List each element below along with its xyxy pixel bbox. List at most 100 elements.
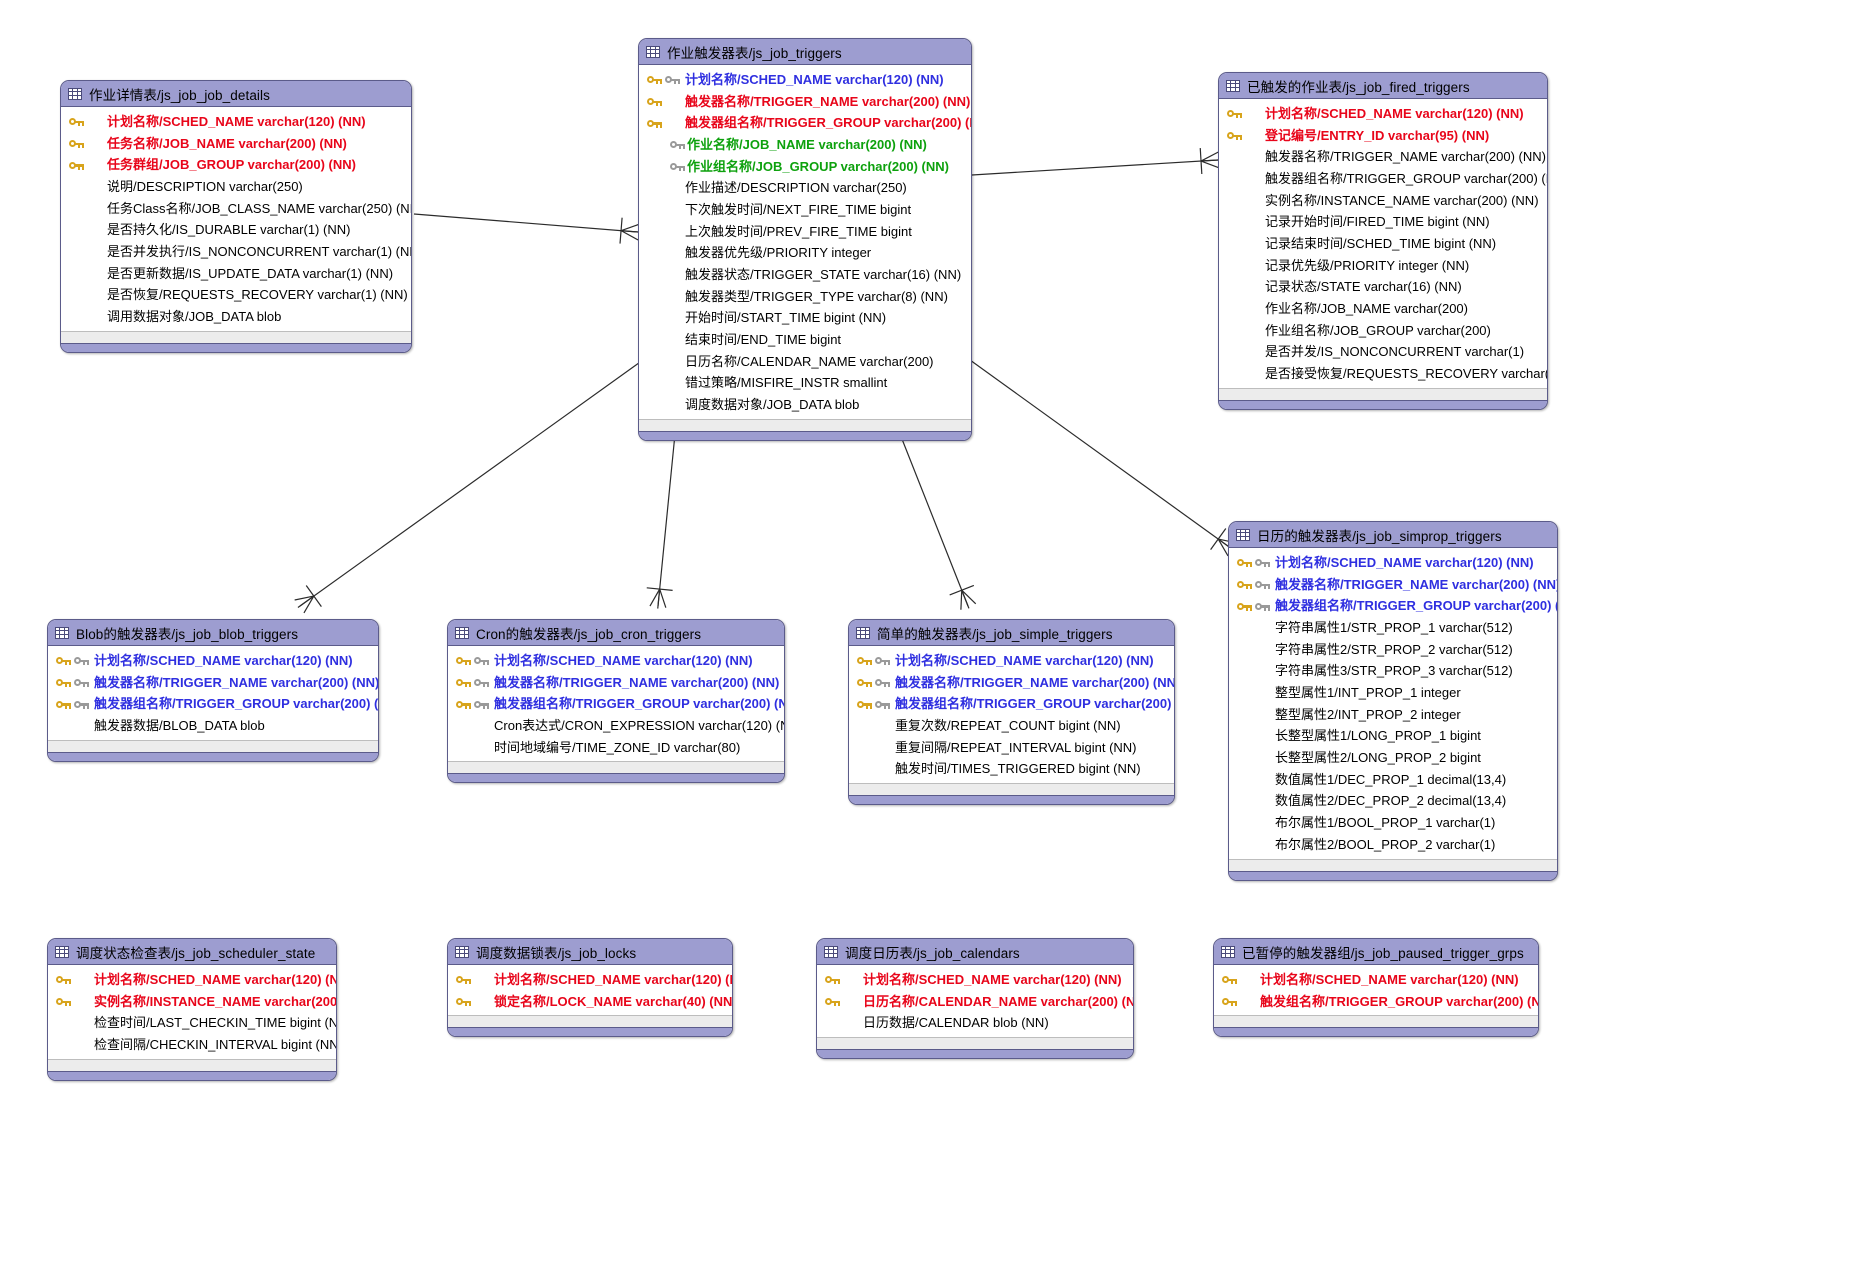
attribute-row[interactable]: 计划名称/SCHED_NAME varchar(120) (NN) bbox=[61, 111, 411, 133]
attribute-row[interactable]: 计划名称/SCHED_NAME varchar(120) (NN) bbox=[48, 969, 336, 991]
attribute-row[interactable]: 触发器名称/TRIGGER_NAME varchar(200) (NN) bbox=[48, 672, 378, 694]
attribute-row[interactable]: 计划名称/SCHED_NAME varchar(120) (NN) bbox=[1229, 552, 1557, 574]
attribute-row[interactable]: 任务名称/JOB_NAME varchar(200) (NN) bbox=[61, 133, 411, 155]
attribute-row[interactable]: 作业描述/DESCRIPTION varchar(250) bbox=[639, 177, 971, 199]
attribute-row[interactable]: 触发器组名称/TRIGGER_GROUP varchar(200) (NN) bbox=[1229, 595, 1557, 617]
attribute-row[interactable]: 作业名称/JOB_NAME varchar(200) (NN) bbox=[639, 134, 971, 156]
attribute-row[interactable]: 触发器名称/TRIGGER_NAME varchar(200) (NN) bbox=[849, 672, 1174, 694]
entity-header-js_job_simprop_triggers[interactable]: 日历的触发器表/js_job_simprop_triggers bbox=[1229, 522, 1557, 548]
attribute-row[interactable]: 计划名称/SCHED_NAME varchar(120) (NN) bbox=[1214, 969, 1538, 991]
attribute-row[interactable]: 上次触发时间/PREV_FIRE_TIME bigint bbox=[639, 221, 971, 243]
attribute-row[interactable]: 计划名称/SCHED_NAME varchar(120) (NN) bbox=[448, 650, 784, 672]
attribute-row[interactable]: 字符串属性2/STR_PROP_2 varchar(512) bbox=[1229, 639, 1557, 661]
attribute-row[interactable]: 日历名称/CALENDAR_NAME varchar(200) bbox=[639, 351, 971, 373]
attribute-row[interactable]: 开始时间/START_TIME bigint (NN) bbox=[639, 308, 971, 330]
attribute-row[interactable]: 触发器状态/TRIGGER_STATE varchar(16) (NN) bbox=[639, 264, 971, 286]
entity-header-js_job_calendars[interactable]: 调度日历表/js_job_calendars bbox=[817, 939, 1133, 965]
entity-js_job_cron_triggers[interactable]: Cron的触发器表/js_job_cron_triggers 计划名称/SCHED… bbox=[447, 619, 785, 784]
attribute-row[interactable]: 触发器名称/TRIGGER_NAME varchar(200) (NN) bbox=[448, 672, 784, 694]
attribute-row[interactable]: 整型属性2/INT_PROP_2 integer bbox=[1229, 704, 1557, 726]
attribute-row[interactable]: 长整型属性1/LONG_PROP_1 bigint bbox=[1229, 726, 1557, 748]
attribute-row[interactable]: 触发器名称/TRIGGER_NAME varchar(200) (NN) bbox=[1219, 146, 1547, 168]
attribute-row[interactable]: 触发器名称/TRIGGER_NAME varchar(200) (NN) bbox=[639, 91, 971, 113]
attribute-row[interactable]: 触发器组名称/TRIGGER_GROUP varchar(200) (NN) bbox=[1219, 168, 1547, 190]
attribute-row[interactable]: 整型属性1/INT_PROP_1 integer bbox=[1229, 682, 1557, 704]
attribute-row[interactable]: 触发器组名称/TRIGGER_GROUP varchar(200) (NN) bbox=[48, 693, 378, 715]
attribute-row[interactable]: 长整型属性2/LONG_PROP_2 bigint bbox=[1229, 747, 1557, 769]
attribute-row[interactable]: 错过策略/MISFIRE_INSTR smallint bbox=[639, 373, 971, 395]
attribute-row[interactable]: 布尔属性1/BOOL_PROP_1 varchar(1) bbox=[1229, 812, 1557, 834]
attribute-row[interactable]: 时间地域编号/TIME_ZONE_ID varchar(80) bbox=[448, 737, 784, 759]
attribute-row[interactable]: Cron表达式/CRON_EXPRESSION varchar(120) (NN… bbox=[448, 715, 784, 737]
entity-header-js_job_blob_triggers[interactable]: Blob的触发器表/js_job_blob_triggers bbox=[48, 620, 378, 646]
entity-js_job_calendars[interactable]: 调度日历表/js_job_calendars 计划名称/SCHED_NAME va… bbox=[816, 938, 1134, 1060]
attribute-row[interactable]: 触发器数据/BLOB_DATA blob bbox=[48, 715, 378, 737]
attribute-row[interactable]: 重复次数/REPEAT_COUNT bigint (NN) bbox=[849, 715, 1174, 737]
attribute-row[interactable]: 触发器组名称/TRIGGER_GROUP varchar(200) (NN) bbox=[849, 693, 1174, 715]
attribute-row[interactable]: 结束时间/END_TIME bigint bbox=[639, 329, 971, 351]
entity-js_job_simprop_triggers[interactable]: 日历的触发器表/js_job_simprop_triggers 计划名称/SCHE… bbox=[1228, 521, 1558, 881]
attribute-row[interactable]: 是否接受恢复/REQUESTS_RECOVERY varchar(1) bbox=[1219, 363, 1547, 385]
attribute-row[interactable]: 是否更新数据/IS_UPDATE_DATA varchar(1) (NN) bbox=[61, 263, 411, 285]
attribute-row[interactable]: 触发器名称/TRIGGER_NAME varchar(200) (NN) bbox=[1229, 574, 1557, 596]
attribute-row[interactable]: 登记编号/ENTRY_ID varchar(95) (NN) bbox=[1219, 125, 1547, 147]
entity-js_job_triggers[interactable]: 作业触发器表/js_job_triggers 计划名称/SCHED_NAME va… bbox=[638, 38, 972, 441]
attribute-row[interactable]: 记录状态/STATE varchar(16) (NN) bbox=[1219, 277, 1547, 299]
entity-header-js_job_cron_triggers[interactable]: Cron的触发器表/js_job_cron_triggers bbox=[448, 620, 784, 646]
attribute-row[interactable]: 实例名称/INSTANCE_NAME varchar(200) (NN) bbox=[48, 991, 336, 1013]
entity-js_job_blob_triggers[interactable]: Blob的触发器表/js_job_blob_triggers 计划名称/SCHED… bbox=[47, 619, 379, 762]
entity-js_job_simple_triggers[interactable]: 简单的触发器表/js_job_simple_triggers 计划名称/SCHED… bbox=[848, 619, 1175, 806]
entity-header-js_job_job_details[interactable]: 作业详情表/js_job_job_details bbox=[61, 81, 411, 107]
entity-js_job_paused_trigger_grps[interactable]: 已暂停的触发器组/js_job_paused_trigger_grps 计划名称/… bbox=[1213, 938, 1539, 1038]
attribute-row[interactable]: 触发器组名称/TRIGGER_GROUP varchar(200) (NN) bbox=[448, 693, 784, 715]
entity-header-js_job_fired_triggers[interactable]: 已触发的作业表/js_job_fired_triggers bbox=[1219, 73, 1547, 99]
attribute-row[interactable]: 实例名称/INSTANCE_NAME varchar(200) (NN) bbox=[1219, 190, 1547, 212]
attribute-row[interactable]: 计划名称/SCHED_NAME varchar(120) (NN) bbox=[48, 650, 378, 672]
attribute-row[interactable]: 是否并发执行/IS_NONCONCURRENT varchar(1) (NN) bbox=[61, 241, 411, 263]
attribute-row[interactable]: 作业组名称/JOB_GROUP varchar(200) bbox=[1219, 320, 1547, 342]
attribute-row[interactable]: 说明/DESCRIPTION varchar(250) bbox=[61, 176, 411, 198]
attribute-row[interactable]: 作业名称/JOB_NAME varchar(200) bbox=[1219, 298, 1547, 320]
entity-header-js_job_locks[interactable]: 调度数据锁表/js_job_locks bbox=[448, 939, 732, 965]
attribute-row[interactable]: 数值属性2/DEC_PROP_2 decimal(13,4) bbox=[1229, 791, 1557, 813]
entity-header-js_job_paused_trigger_grps[interactable]: 已暂停的触发器组/js_job_paused_trigger_grps bbox=[1214, 939, 1538, 965]
attribute-row[interactable]: 触发器类型/TRIGGER_TYPE varchar(8) (NN) bbox=[639, 286, 971, 308]
attribute-row[interactable]: 任务Class名称/JOB_CLASS_NAME varchar(250) (N… bbox=[61, 198, 411, 220]
attribute-row[interactable]: 是否恢复/REQUESTS_RECOVERY varchar(1) (NN) bbox=[61, 285, 411, 307]
entity-js_job_scheduler_state[interactable]: 调度状态检查表/js_job_scheduler_state 计划名称/SCHED… bbox=[47, 938, 337, 1081]
attribute-row[interactable]: 计划名称/SCHED_NAME varchar(120) (NN) bbox=[639, 69, 971, 91]
attribute-row[interactable]: 记录结束时间/SCHED_TIME bigint (NN) bbox=[1219, 233, 1547, 255]
attribute-row[interactable]: 重复间隔/REPEAT_INTERVAL bigint (NN) bbox=[849, 737, 1174, 759]
attribute-row[interactable]: 计划名称/SCHED_NAME varchar(120) (NN) bbox=[817, 969, 1133, 991]
attribute-row[interactable]: 触发器组名称/TRIGGER_GROUP varchar(200) (NN) bbox=[639, 112, 971, 134]
attribute-row[interactable]: 是否持久化/IS_DURABLE varchar(1) (NN) bbox=[61, 219, 411, 241]
attribute-row[interactable]: 检查间隔/CHECKIN_INTERVAL bigint (NN) bbox=[48, 1034, 336, 1056]
attribute-row[interactable]: 日历名称/CALENDAR_NAME varchar(200) (NN) bbox=[817, 991, 1133, 1013]
entity-js_job_fired_triggers[interactable]: 已触发的作业表/js_job_fired_triggers 计划名称/SCHED_… bbox=[1218, 72, 1548, 410]
attribute-row[interactable]: 字符串属性3/STR_PROP_3 varchar(512) bbox=[1229, 660, 1557, 682]
attribute-row[interactable]: 日历数据/CALENDAR blob (NN) bbox=[817, 1012, 1133, 1034]
entity-js_job_locks[interactable]: 调度数据锁表/js_job_locks 计划名称/SCHED_NAME varch… bbox=[447, 938, 733, 1038]
attribute-row[interactable]: 数值属性1/DEC_PROP_1 decimal(13,4) bbox=[1229, 769, 1557, 791]
attribute-row[interactable]: 是否并发/IS_NONCONCURRENT varchar(1) bbox=[1219, 342, 1547, 364]
attribute-row[interactable]: 作业组名称/JOB_GROUP varchar(200) (NN) bbox=[639, 156, 971, 178]
attribute-row[interactable]: 调度数据对象/JOB_DATA blob bbox=[639, 394, 971, 416]
attribute-row[interactable]: 调用数据对象/JOB_DATA blob bbox=[61, 306, 411, 328]
attribute-row[interactable]: 触发组名称/TRIGGER_GROUP varchar(200) (NN) bbox=[1214, 991, 1538, 1013]
attribute-row[interactable]: 下次触发时间/NEXT_FIRE_TIME bigint bbox=[639, 199, 971, 221]
attribute-row[interactable]: 记录优先级/PRIORITY integer (NN) bbox=[1219, 255, 1547, 277]
attribute-row[interactable]: 计划名称/SCHED_NAME varchar(120) (NN) bbox=[1219, 103, 1547, 125]
entity-header-js_job_triggers[interactable]: 作业触发器表/js_job_triggers bbox=[639, 39, 971, 65]
attribute-row[interactable]: 触发时间/TIMES_TRIGGERED bigint (NN) bbox=[849, 758, 1174, 780]
entity-header-js_job_simple_triggers[interactable]: 简单的触发器表/js_job_simple_triggers bbox=[849, 620, 1174, 646]
attribute-row[interactable]: 任务群组/JOB_GROUP varchar(200) (NN) bbox=[61, 154, 411, 176]
attribute-row[interactable]: 布尔属性2/BOOL_PROP_2 varchar(1) bbox=[1229, 834, 1557, 856]
attribute-row[interactable]: 计划名称/SCHED_NAME varchar(120) (NN) bbox=[849, 650, 1174, 672]
attribute-row[interactable]: 记录开始时间/FIRED_TIME bigint (NN) bbox=[1219, 211, 1547, 233]
attribute-row[interactable]: 锁定名称/LOCK_NAME varchar(40) (NN) bbox=[448, 991, 732, 1013]
attribute-row[interactable]: 触发器优先级/PRIORITY integer bbox=[639, 243, 971, 265]
entity-header-js_job_scheduler_state[interactable]: 调度状态检查表/js_job_scheduler_state bbox=[48, 939, 336, 965]
attribute-row[interactable]: 字符串属性1/STR_PROP_1 varchar(512) bbox=[1229, 617, 1557, 639]
attribute-row[interactable]: 计划名称/SCHED_NAME varchar(120) (NN) bbox=[448, 969, 732, 991]
entity-js_job_job_details[interactable]: 作业详情表/js_job_job_details 计划名称/SCHED_NAME … bbox=[60, 80, 412, 353]
